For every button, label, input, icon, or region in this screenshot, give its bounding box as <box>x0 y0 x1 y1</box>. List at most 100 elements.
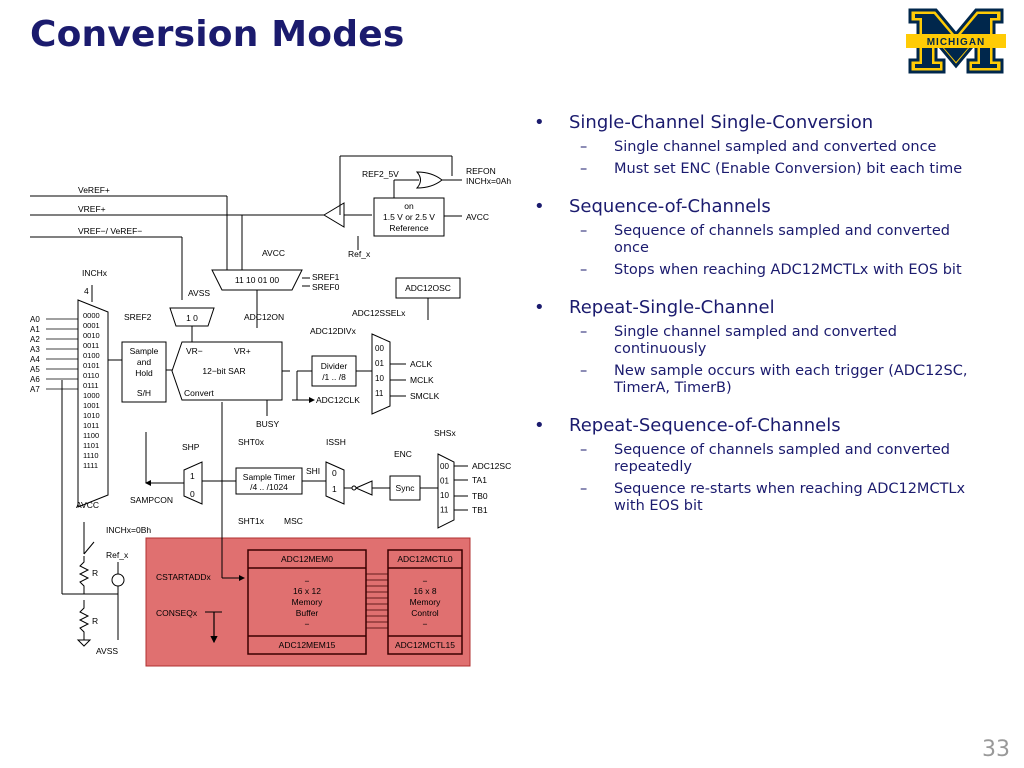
vr-minus-label: VR− <box>186 346 203 356</box>
sub-bullet-text: Stops when reaching ADC12MCTLx with EOS … <box>614 262 962 278</box>
inchx-width: 4 <box>84 286 89 296</box>
sub-bullet-text: Sequence of channels sampled and convert… <box>614 223 950 256</box>
bullet-text: Repeat-Single-Channel <box>569 297 775 318</box>
sync-label: Sync <box>396 483 416 493</box>
clock-code-label: 10 <box>375 374 384 383</box>
issh-mux-0: 0 <box>332 468 337 478</box>
mem0-label: ADC12MEM0 <box>281 554 333 564</box>
bullet-item: •Single-Channel Single-Conversion <box>534 112 974 134</box>
avcc-bottom-label: AVCC <box>76 500 99 510</box>
busy-label: BUSY <box>256 419 279 429</box>
mem-dash-top: − <box>305 576 310 586</box>
inchx-0ah-label: INCHx=0Ah <box>466 176 511 186</box>
sref0-label: SREF0 <box>312 282 340 292</box>
mctl-control-label: Control <box>411 608 439 618</box>
bullet-text: Repeat-Sequence-of-Channels <box>569 415 841 436</box>
clock-code-label: 11 <box>375 389 384 398</box>
avcc-ref-label: AVCC <box>466 212 489 222</box>
msc-label: MSC <box>284 516 303 526</box>
mctl15-label: ADC12MCTL15 <box>395 640 455 650</box>
bullet-dot-icon: • <box>534 415 545 436</box>
dash-icon: – <box>580 262 588 278</box>
bullet-item: • Repeat-Sequence-of-Channels <box>534 415 974 437</box>
sref2-label: SREF2 <box>124 312 152 322</box>
inchx-label: INCHx <box>82 268 108 278</box>
divider-range-label: /1 .. /8 <box>322 372 346 382</box>
mux-code-label: 1000 <box>83 391 100 400</box>
sampcon-label: SAMPCON <box>130 495 173 505</box>
sh-label: S/H <box>137 388 151 398</box>
bullet-text: Single-Channel Single-Conversion <box>569 112 874 133</box>
analog-input-label: A2 <box>30 335 40 344</box>
bullet-section: •Repeat-Single-Channel –Single channel s… <box>534 297 974 397</box>
shs-code-list: 00 01 10 11 <box>440 462 449 515</box>
inchx-0bh-label: INCHx=0Bh <box>106 525 151 535</box>
enc-label: ENC <box>394 449 412 459</box>
and-label: and <box>137 357 151 367</box>
sub-bullet: –Must set ENC (Enable Conversion) bit ea… <box>534 161 974 178</box>
mem15-label: ADC12MEM15 <box>279 640 336 650</box>
analog-input-label: A6 <box>30 375 40 384</box>
cstartadd-label: CSTARTADDx <box>156 572 212 582</box>
sub-bullet: –Sequence of channels sampled and conver… <box>534 223 974 257</box>
shs-code-label: 00 <box>440 462 449 471</box>
michigan-logo: MICHIGAN <box>906 8 1006 74</box>
bullet-section: •Single-Channel Single-Conversion – Singl… <box>534 112 974 178</box>
mux-code-label: 0110 <box>83 371 99 380</box>
mem-buffer-label: Buffer <box>296 608 319 618</box>
shp-mux-0: 0 <box>190 489 195 499</box>
tb1-label: TB1 <box>472 505 488 515</box>
mux-code-label: 1010 <box>83 411 100 420</box>
mux-code-label: 1100 <box>83 431 99 440</box>
divider-label: Divider <box>321 361 348 371</box>
sub-bullet: – Single channel sampled and converted co… <box>534 324 974 358</box>
slide-title: Conversion Modes <box>30 14 405 55</box>
adc12div-label: ADC12DIVx <box>310 326 357 336</box>
convert-label: Convert <box>184 388 214 398</box>
mctl0-label: ADC12MCTL0 <box>397 554 453 564</box>
mux-code-label: 0100 <box>83 351 100 360</box>
dash-icon: – <box>580 139 588 155</box>
analog-input-label: A3 <box>30 345 40 354</box>
analog-input-label: A7 <box>30 385 40 394</box>
shs-code-label: 01 <box>440 477 449 486</box>
shp-label: SHP <box>182 442 200 452</box>
resistor-bottom-label: R <box>92 616 98 626</box>
sub-bullet-text: Single channel sampled and converted onc… <box>614 139 937 155</box>
mux-code-label: 0111 <box>83 381 99 390</box>
resistor-top-label: R <box>92 568 98 578</box>
analog-input-label: A4 <box>30 355 40 364</box>
sub-bullet: –New sample occurs with each trigger (AD… <box>534 363 974 397</box>
mem-size-label: 16 x 12 <box>293 586 321 596</box>
sub-bullet-text: Sequence re-starts when reaching ADC12MC… <box>614 481 966 514</box>
tb0-label: TB0 <box>472 491 488 501</box>
ref-on-label: on <box>404 201 414 211</box>
sref2-mux-bits: 1 0 <box>186 313 198 323</box>
mux-code-label: 1101 <box>83 441 99 450</box>
bullet-list: •Single-Channel Single-Conversion –Singl… <box>534 112 974 533</box>
mux-code-label: 0000 <box>83 311 100 320</box>
issh-label: ISSH <box>326 437 346 447</box>
sub-bullet-text: Single channel sampled and converted con… <box>614 324 897 357</box>
adc12sc-label: ADC12SC <box>472 461 511 471</box>
sar-label: 12−bit SAR <box>202 366 245 376</box>
aclk-label: ACLK <box>410 359 433 369</box>
dash-icon: – <box>580 442 588 458</box>
dash-icon: – <box>580 324 588 340</box>
ref-x-bottom-label: Ref_x <box>106 550 129 560</box>
shp-mux-1: 1 <box>190 471 195 481</box>
shs-code-label: 11 <box>440 506 449 515</box>
mctl-dash-top: − <box>423 576 428 586</box>
analog-input-label: A1 <box>30 325 40 334</box>
vr-plus-label: VR+ <box>234 346 251 356</box>
shs-code-label: 10 <box>440 491 449 500</box>
mctl-memory-label: Memory <box>410 597 441 607</box>
veref-plus-label: VeREF+ <box>78 185 110 195</box>
vref-plus-label: VREF+ <box>78 204 106 214</box>
bullet-item: •Sequence-of-Channels <box>534 196 974 218</box>
mux-code-label: 1001 <box>83 401 100 410</box>
ref2-5v-label: REF2_5V <box>362 169 399 179</box>
page-number: 33 <box>982 737 1010 762</box>
mem-dash-bottom: − <box>305 619 310 629</box>
